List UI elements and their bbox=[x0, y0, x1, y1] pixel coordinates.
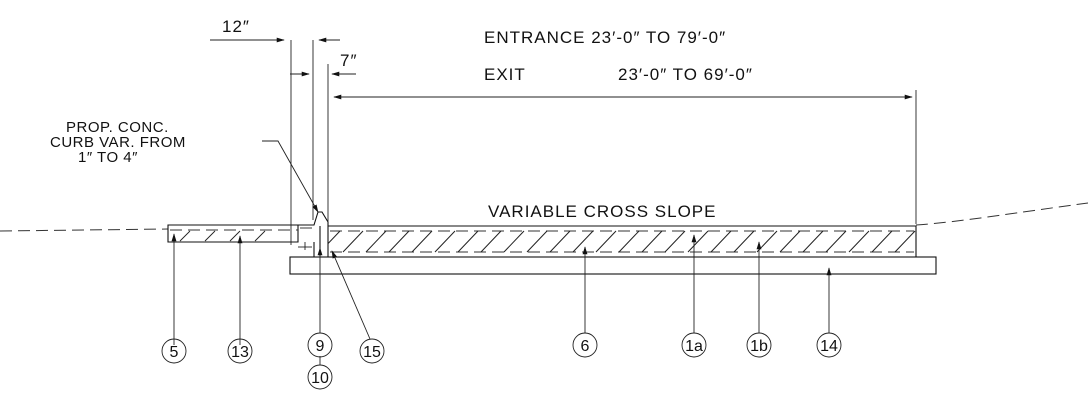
svg-text:15: 15 bbox=[363, 344, 381, 361]
svg-text:1a: 1a bbox=[685, 338, 703, 355]
callout-5: 5 bbox=[161, 338, 187, 364]
hatch-line bbox=[733, 230, 755, 253]
callout-13: 13 bbox=[227, 338, 253, 364]
dim-7-label: 7″ bbox=[340, 51, 357, 70]
hatch-line bbox=[802, 230, 824, 253]
base-course bbox=[289, 256, 937, 275]
curb-note-leader bbox=[262, 140, 319, 213]
svg-text:9: 9 bbox=[316, 338, 325, 355]
svg-text:1b: 1b bbox=[750, 338, 768, 355]
svg-text:10: 10 bbox=[311, 370, 329, 387]
svg-text:5: 5 bbox=[170, 344, 179, 361]
hatch-line bbox=[756, 230, 778, 253]
dim-12-label: 12″ bbox=[222, 17, 250, 36]
callout-10: 10 bbox=[307, 364, 333, 390]
hatch-line bbox=[457, 230, 479, 253]
existing-ground-right bbox=[915, 202, 1088, 226]
hatch-line bbox=[825, 230, 847, 253]
hatch-line bbox=[572, 230, 594, 253]
svg-text:13: 13 bbox=[231, 344, 249, 361]
hatch-line bbox=[595, 230, 617, 253]
callout-6: 6 bbox=[572, 332, 598, 358]
hatch-line bbox=[618, 230, 640, 253]
hatch-line bbox=[871, 230, 893, 253]
callout-1a: 1a bbox=[681, 332, 707, 358]
hatch-line bbox=[434, 230, 456, 253]
exit-dimension: 23′-0″ TO 69′-0″ bbox=[618, 65, 753, 84]
hatch-line bbox=[388, 230, 410, 253]
hatch-line bbox=[411, 230, 433, 253]
svg-text:14: 14 bbox=[820, 338, 838, 355]
callout-9: 9 bbox=[307, 332, 333, 358]
curb-note-line1: PROP. CONC. bbox=[66, 119, 169, 136]
hatch-line bbox=[710, 230, 732, 253]
curb-note-line2: CURB VAR. FROM bbox=[50, 134, 186, 151]
hatch-line bbox=[503, 230, 525, 253]
hatch-line bbox=[779, 230, 801, 253]
hatch-line bbox=[641, 230, 663, 253]
callout-1b: 1b bbox=[746, 332, 772, 358]
pavement-slab bbox=[328, 225, 938, 258]
callout-15: 15 bbox=[359, 338, 385, 364]
exit-label: EXIT bbox=[484, 65, 526, 84]
callout-14: 14 bbox=[816, 332, 842, 358]
hatch-line bbox=[549, 230, 571, 253]
hatch-line bbox=[687, 230, 709, 253]
svg-text:6: 6 bbox=[581, 338, 590, 355]
entrance-dimension: ENTRANCE 23′-0″ TO 79′-0″ bbox=[484, 28, 726, 47]
leader-15 bbox=[331, 250, 371, 340]
hatch-line bbox=[328, 230, 341, 245]
hatch-line bbox=[894, 230, 916, 253]
hatch-line bbox=[918, 231, 938, 252]
shoulder-section bbox=[167, 224, 299, 243]
hatch-line bbox=[480, 230, 502, 253]
curb-note-line3: 1″ TO 4″ bbox=[78, 149, 138, 166]
hatch-line bbox=[526, 230, 548, 253]
hatch-line bbox=[664, 230, 686, 253]
existing-ground-left bbox=[0, 228, 169, 232]
pavement-hatch bbox=[328, 230, 938, 253]
hatch-line bbox=[848, 230, 870, 253]
hatch-line bbox=[365, 230, 387, 253]
cross-slope-note: VARIABLE CROSS SLOPE bbox=[488, 202, 716, 221]
hatch-line bbox=[342, 230, 364, 253]
